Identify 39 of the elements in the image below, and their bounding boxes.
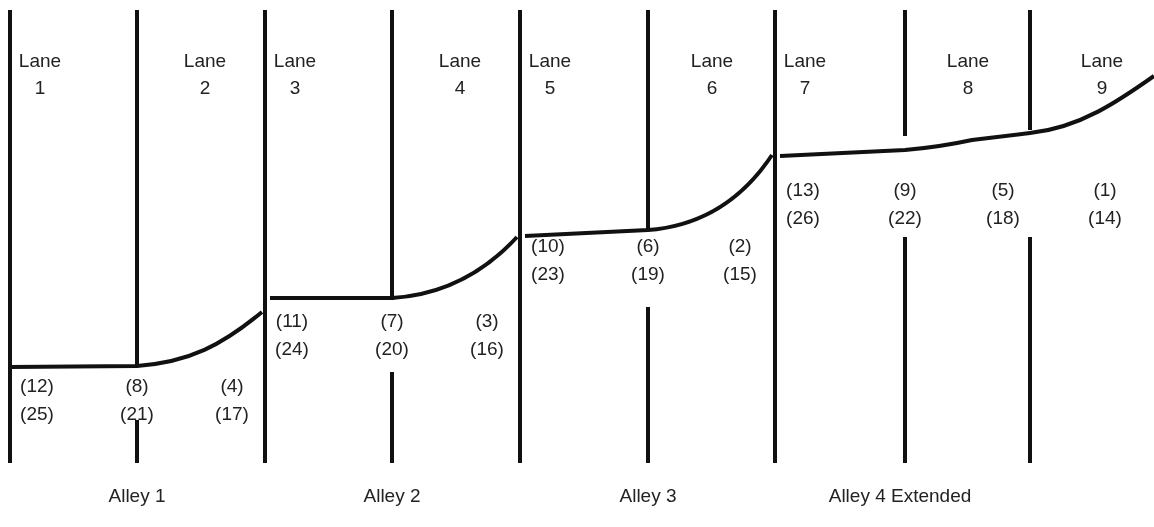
alley-label: Alley 4 Extended — [828, 484, 972, 508]
start-position-number: (13) — [786, 178, 820, 202]
start-position-number: (3) — [475, 309, 499, 333]
lane-label: Lane 3 — [272, 49, 318, 100]
lane-label: Lane 4 — [437, 49, 483, 100]
start-position-number: (4) — [220, 374, 244, 398]
start-position-number: (22) — [888, 206, 922, 230]
start-position-number: (17) — [215, 402, 249, 426]
start-position-number: (23) — [531, 262, 565, 286]
lane-label: Lane 8 — [945, 49, 991, 100]
start-position-number: (25) — [20, 402, 54, 426]
start-position-number: (12) — [20, 374, 54, 398]
start-position-number: (21) — [120, 402, 154, 426]
start-position-number: (19) — [631, 262, 665, 286]
lane-label: Lane 1 — [17, 49, 63, 100]
start-position-number: (5) — [991, 178, 1015, 202]
start-position-number: (2) — [728, 234, 752, 258]
start-position-number: (10) — [531, 234, 565, 258]
start-position-number: (16) — [470, 337, 504, 361]
start-position-number: (20) — [375, 337, 409, 361]
start-position-number: (8) — [125, 374, 149, 398]
start-position-number: (1) — [1093, 178, 1117, 202]
lane-label: Lane 2 — [182, 49, 228, 100]
start-position-number: (15) — [723, 262, 757, 286]
start-position-number: (18) — [986, 206, 1020, 230]
start-position-number: (11) — [275, 309, 309, 333]
start-position-number: (26) — [786, 206, 820, 230]
lane-label: Lane 9 — [1079, 49, 1125, 100]
lane-label: Lane 5 — [527, 49, 573, 100]
alley-label: Alley 2 — [363, 484, 421, 508]
lane-label: Lane 7 — [782, 49, 828, 100]
alley-label: Alley 1 — [108, 484, 166, 508]
lane-label: Lane 6 — [689, 49, 735, 100]
alley-label: Alley 3 — [619, 484, 677, 508]
start-position-number: (14) — [1088, 206, 1122, 230]
start-position-number: (9) — [893, 178, 917, 202]
start-position-number: (6) — [636, 234, 660, 258]
start-position-number: (24) — [275, 337, 309, 361]
start-position-number: (7) — [380, 309, 404, 333]
